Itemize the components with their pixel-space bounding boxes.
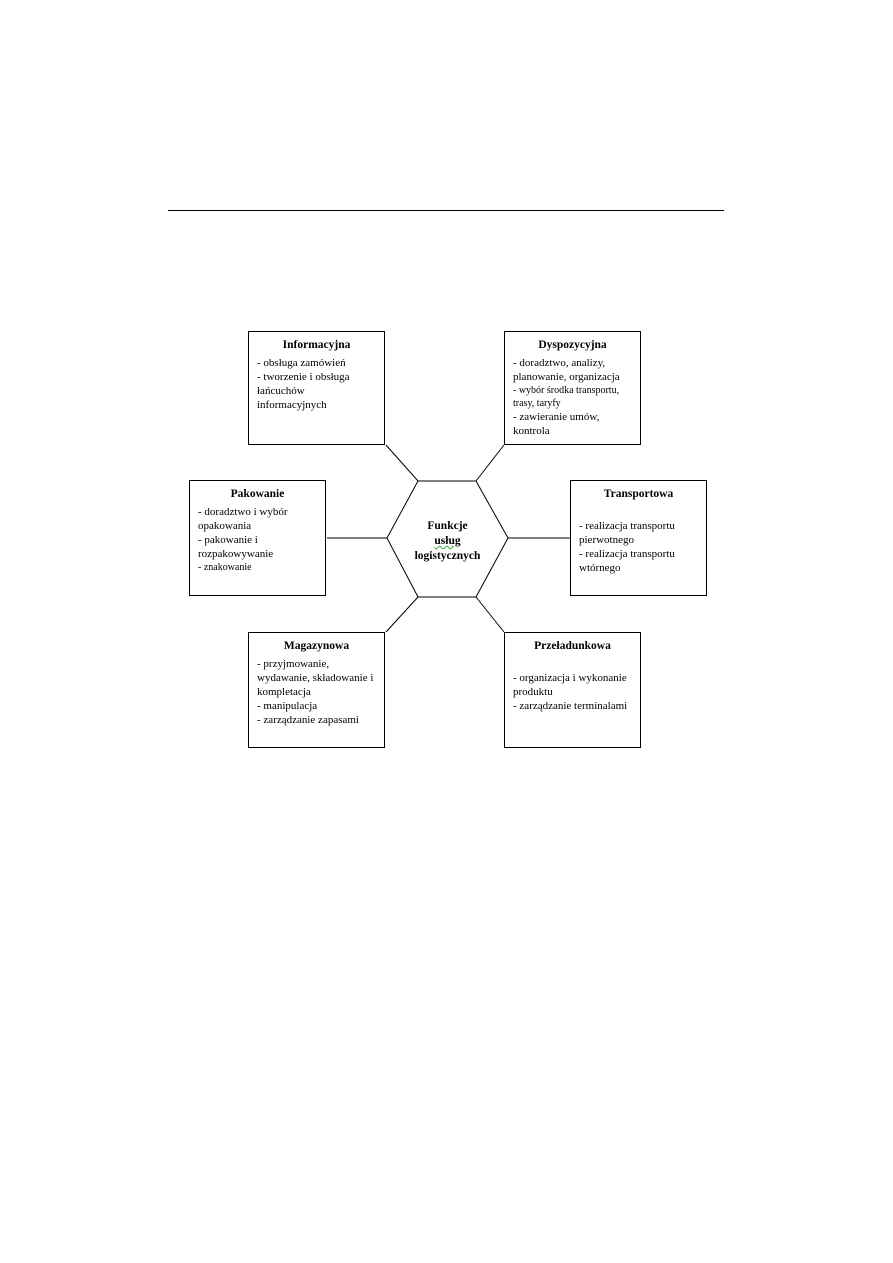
box-przeladunkowa: Przeładunkowa - organizacja i wykonanie … xyxy=(504,632,641,748)
box-magazynowa: Magazynowa - przyjmowanie, wydawanie, sk… xyxy=(248,632,385,748)
box-title: Dyspozycyjna xyxy=(538,339,607,351)
center-line-2: usług xyxy=(434,535,461,547)
box-pakowanie: Pakowanie - doradztwo i wybór opakowania… xyxy=(189,480,326,596)
box-title: Pakowanie xyxy=(230,488,285,500)
box-transportowa: Transportowa - realizacja transportu pie… xyxy=(570,480,707,596)
box-item: - znakowanie xyxy=(198,562,252,573)
box-title: Informacyjna xyxy=(282,339,351,351)
box-dyspozycyjna: Dyspozycyjna - doradztwo, analizy, plano… xyxy=(504,331,641,445)
box-item: - obsługa zamówień xyxy=(257,357,346,369)
connector-dyspozycyjna xyxy=(475,444,505,482)
box-item: - tworzenie i obsługa łańcuchów informac… xyxy=(257,371,350,411)
box-title: Transportowa xyxy=(603,488,674,500)
box-item: - zarządzanie zapasami xyxy=(257,714,359,726)
box-item: - organizacja i wykonanie produktu xyxy=(513,672,627,698)
box-item: - manipulacja xyxy=(257,700,318,712)
connector-informacyjna xyxy=(385,444,419,482)
header-rule xyxy=(168,210,724,211)
center-label: Funkcje usług logistycznych xyxy=(395,519,500,564)
box-item: - wybór środka transportu, trasy, taryfy xyxy=(513,385,620,409)
box-item: - przyjmowanie, wydawanie, składowanie i… xyxy=(257,658,374,698)
box-item: - realizacja transportu pierwotnego xyxy=(579,520,675,546)
box-title: Magazynowa xyxy=(283,640,350,652)
box-item: - realizacja transportu wtórnego xyxy=(579,548,675,574)
box-item: - pakowanie i rozpakowywanie xyxy=(198,534,274,560)
connector-magazynowa xyxy=(385,596,419,633)
box-item: - doradztwo i wybór opakowania xyxy=(198,506,288,532)
connector-przeladunkowa xyxy=(475,596,505,633)
box-item: - zawieranie umów, kontrola xyxy=(513,411,600,437)
box-item: - zarządzanie terminalami xyxy=(513,700,628,712)
box-item: - doradztwo, analizy, planowanie, organi… xyxy=(513,357,620,383)
center-line-3: logistycznych xyxy=(414,550,481,562)
center-line-1: Funkcje xyxy=(427,520,468,532)
box-informacyjna: Informacyjna - obsługa zamówień - tworze… xyxy=(248,331,385,445)
box-title: Przeładunkowa xyxy=(534,640,611,652)
